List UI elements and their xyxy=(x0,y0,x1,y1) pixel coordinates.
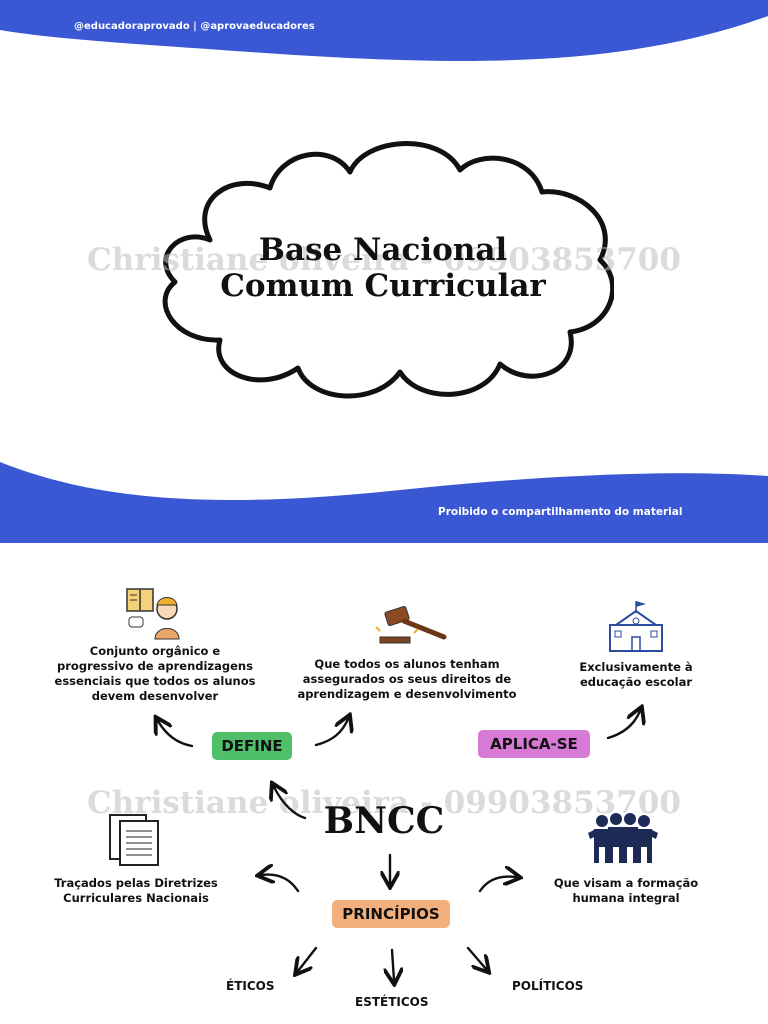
student-reading-icon xyxy=(126,588,180,640)
diretrizes-description: Traçados pelas Diretrizes Curriculares N… xyxy=(36,876,236,906)
principle-esteticos: ESTÉTICOS xyxy=(355,995,429,1009)
bncc-center-label: BNCC xyxy=(323,800,445,842)
documents-icon xyxy=(109,814,159,866)
formacao-description: Que visam a formação humana integral xyxy=(536,876,716,906)
define-description: Conjunto orgânico e progressivo de apren… xyxy=(40,644,270,704)
title-line-1: Base Nacional xyxy=(258,232,508,268)
principle-eticos: ÉTICOS xyxy=(226,979,275,993)
rights-description: Que todos os alunos tenham assegurados o… xyxy=(284,657,530,702)
page-title: Base Nacional Comum Curricular xyxy=(160,232,606,304)
text-line: Que todos os alunos tenham xyxy=(314,657,500,671)
text-line: Que visam a formação xyxy=(553,876,699,890)
social-handles: @educadoraprovado | @aprovaeducadores xyxy=(74,21,315,32)
aplica-se-pill: APLICA-SE xyxy=(478,730,590,758)
text-line: Conjunto orgânico e xyxy=(89,644,221,658)
text-line: Curriculares Nacionais xyxy=(63,891,209,905)
text-line: humana integral xyxy=(572,891,680,905)
text-line: aprendizagem e desenvolvimento xyxy=(297,687,517,701)
text-line: progressivo de aprendizagens xyxy=(57,659,253,673)
principle-politicos: POLÍTICOS xyxy=(512,979,584,993)
mindmap-page: Christiane oliveira - 09903853700 xyxy=(0,543,768,1024)
footer-note: Proibido o compartilhamento do material xyxy=(438,506,683,518)
cover-page: @educadoraprovado | @aprovaeducadores Ch… xyxy=(0,0,768,543)
text-line: devem desenvolver xyxy=(91,689,219,703)
principios-pill: PRINCÍPIOS xyxy=(332,900,450,928)
aplica-description: Exclusivamente à educação escolar xyxy=(556,660,716,690)
text-line: Traçados pelas Diretrizes xyxy=(54,876,218,890)
gavel-icon xyxy=(375,605,447,644)
connector-arrows xyxy=(0,543,768,1024)
text-line: essenciais que todos os alunos xyxy=(54,674,256,688)
text-line: Exclusivamente à xyxy=(579,660,693,674)
text-line: assegurados os seus direitos de xyxy=(302,672,512,686)
group-of-people-icon xyxy=(588,813,658,863)
title-line-2: Comum Curricular xyxy=(220,268,546,304)
cloud-shape xyxy=(162,141,614,399)
define-pill: DEFINE xyxy=(212,732,292,760)
text-line: educação escolar xyxy=(579,675,692,689)
blue-waves xyxy=(0,0,768,543)
school-building-icon xyxy=(609,601,663,652)
